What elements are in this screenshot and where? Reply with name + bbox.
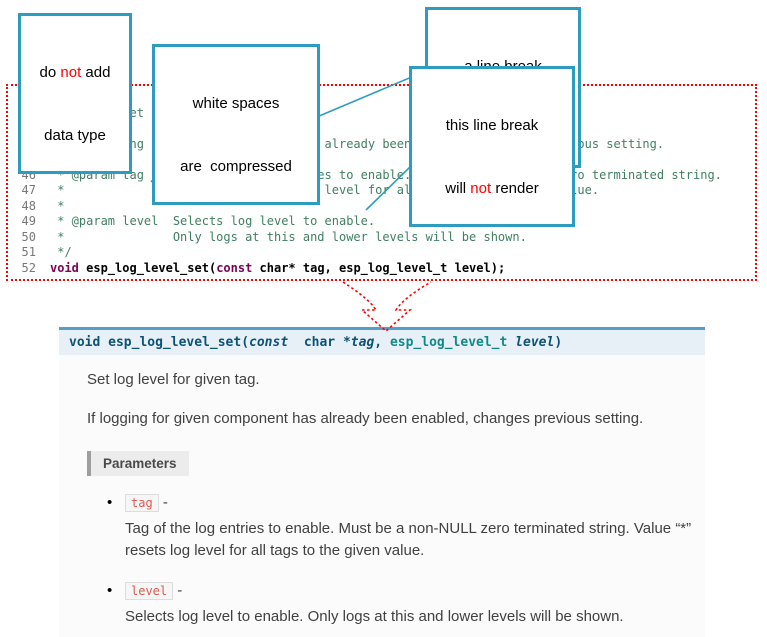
callout-line: data type [44,127,106,144]
code-line: 47 * Value "*" resets log level for all … [10,183,755,199]
comment-text: */ [50,245,72,259]
param-description: Selects log level to enable. Only logs a… [125,607,624,625]
callout-line: white spaces [192,95,280,112]
callout-line: are compressed [180,158,292,175]
callout-line: do not add [39,64,111,81]
code-line: 48 * [10,199,755,215]
callout-line: this line break [445,117,539,134]
line-number: 47 [21,183,36,197]
comment-text: * Only logs at this and lower levels wil… [50,229,527,244]
line-number: 51 [21,245,36,259]
param-name-literal: level [125,581,174,600]
callout-no-datatype: do not add data type [18,13,132,174]
line-number: 49 [21,214,36,228]
code-line: 50 * Only logs at this and lower levels … [10,230,755,246]
param-list-item: • level - Selects log level to enable. O… [107,581,705,628]
code-line: 49 * @param level Selects log level to e… [10,214,755,230]
param-name-literal: tag [125,494,159,512]
comment-text: * [50,198,65,213]
comment-text: * @param tag Tag of the log entries to e… [50,167,722,182]
parameters-label: Parameters [87,451,189,476]
param-head: tag - [125,494,703,512]
callout-line: will not render [445,180,539,197]
brief-description: Set log level for given tag. [87,371,260,388]
callout-break-no-render: this line break will not render [409,66,575,227]
param-description: Tag of the log entries to enable. Must b… [125,520,692,559]
detailed-description: If logging for given component has alrea… [87,410,644,427]
function-declaration: void esp_log_level_set(const char* tag, … [50,260,506,275]
line-number: 52 [21,260,36,275]
function-signature: void esp_log_level_set(const char *tag, … [59,327,705,355]
code-line-declaration: 52 void esp_log_level_set(const char* tag… [10,261,755,277]
code-line: 51 */ [10,245,755,261]
down-arrow-icon [342,281,432,333]
param-body: level - Selects log level to enable. Onl… [125,581,703,628]
rendered-doc-panel: void esp_log_level_set(const char *tag, … [59,327,705,637]
param-head: level - [125,581,703,600]
line-number: 50 [21,229,36,244]
line-number: 48 [21,198,36,213]
callout-whitespace: white spaces are compressed [152,44,320,205]
comment-text: * @param level Selects log level to enab… [50,214,376,228]
param-list-item: • tag - Tag of the log entries to enable… [107,494,705,562]
bullet-icon: • [107,581,113,599]
param-body: tag - Tag of the log entries to enable. … [125,494,703,562]
bullet-icon: • [107,494,113,511]
